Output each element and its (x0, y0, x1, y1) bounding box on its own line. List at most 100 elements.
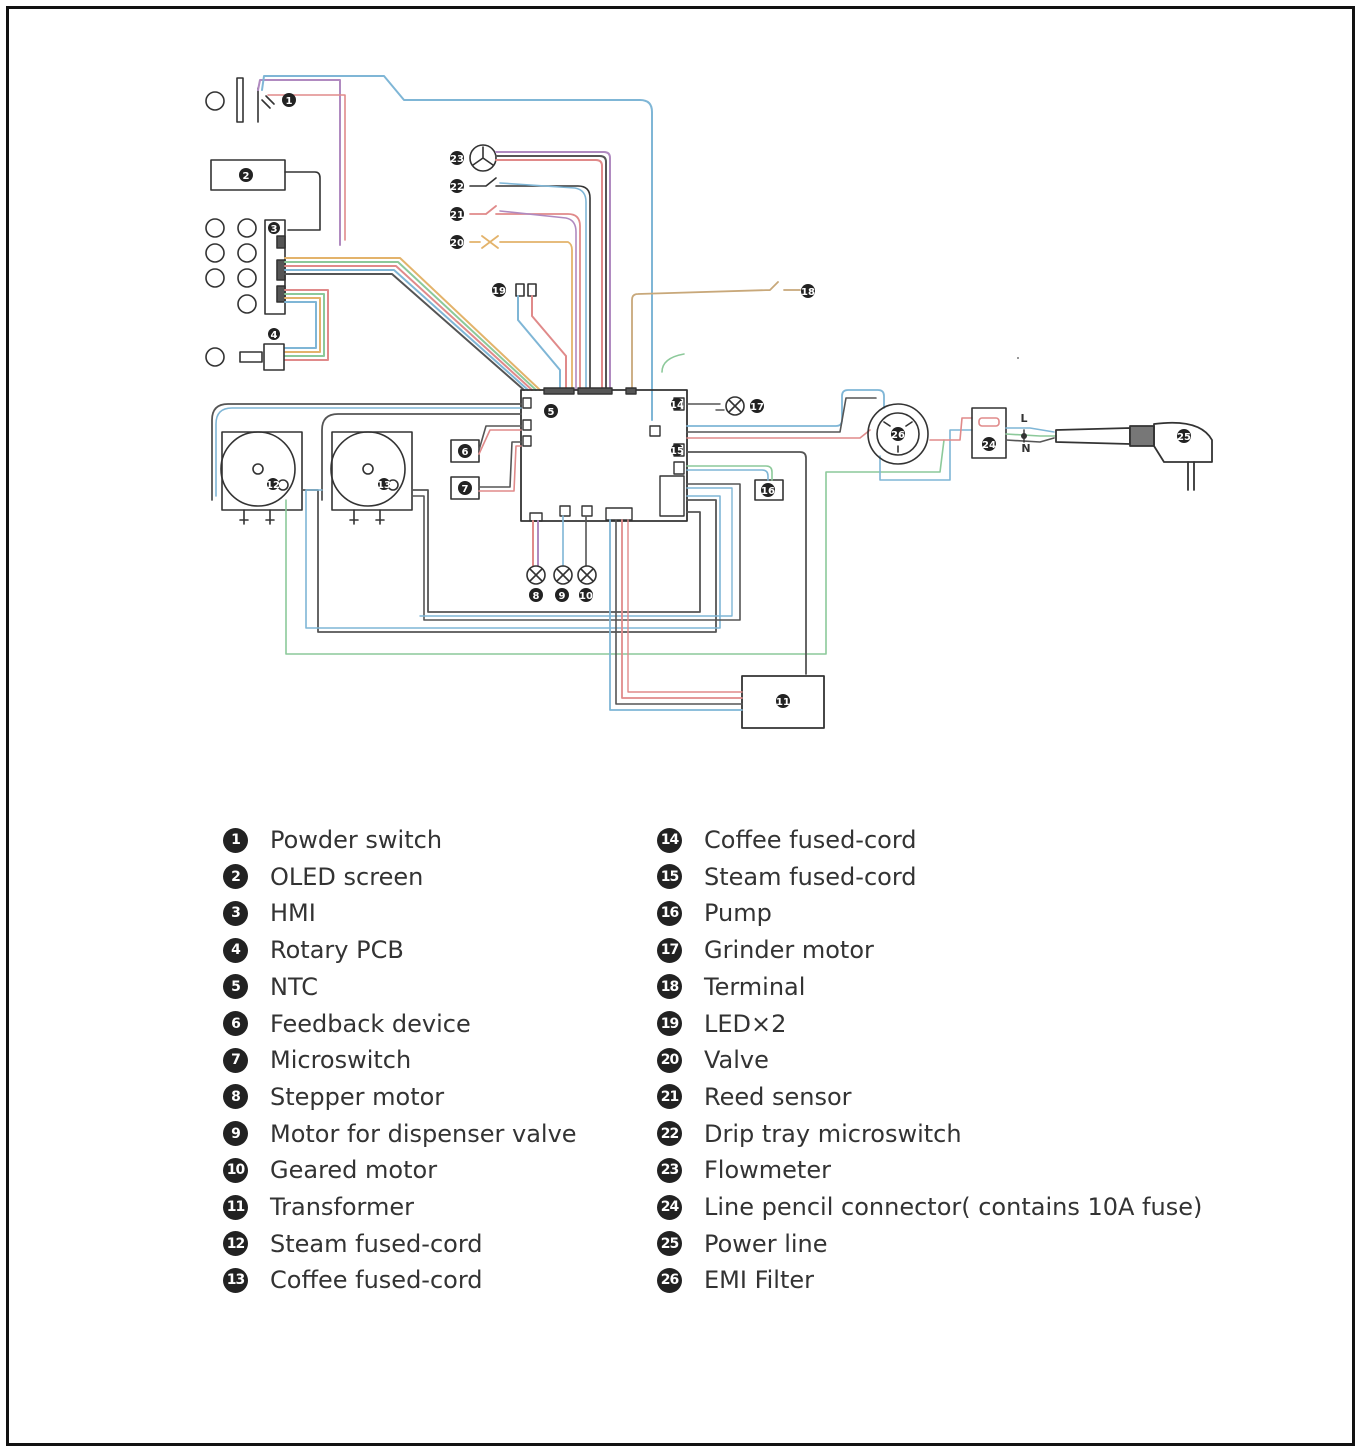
legend-item: 5 NTC (223, 969, 318, 1005)
legend-number: 6 (223, 1011, 248, 1036)
legend-item: 22 Drip tray microswitch (657, 1116, 962, 1152)
neutral-label: N (1021, 442, 1030, 455)
legend-label: EMI Filter (704, 1266, 815, 1295)
svg-text:12: 12 (266, 480, 280, 491)
led-pair (515, 283, 537, 297)
legend-label: Valve (704, 1046, 769, 1075)
legend-label: Terminal (704, 972, 806, 1001)
legend-number: 4 (223, 937, 248, 963)
legend-label: Steam fused-cord (270, 1229, 483, 1258)
svg-text:7: 7 (462, 484, 469, 495)
microswitch (450, 476, 480, 500)
legend-label: Geared motor (270, 1156, 438, 1185)
legend-item: 10 Geared motor (223, 1152, 437, 1188)
svg-text:1: 1 (286, 96, 293, 107)
legend-label: Stepper motor (270, 1082, 445, 1111)
legend-label: Coffee fused-cord (270, 1266, 483, 1295)
legend-label: Drip tray microswitch (704, 1119, 962, 1148)
stepper-motor-symbol (526, 565, 546, 585)
legend-number: 19 (657, 1011, 682, 1036)
drip-tray-switch-symbol (469, 177, 591, 391)
legend-item: 9 Motor for dispenser valve (223, 1116, 577, 1152)
legend-number: 13 (223, 1267, 248, 1293)
legend-number: 10 (223, 1157, 248, 1183)
diagram-markers: 1 2 3 4 5 6 7 8 9 10 11 12 13 14 15 16 1… (239, 93, 1191, 708)
legend-number: 2 (223, 864, 248, 890)
legend-label: Powder switch (270, 826, 443, 854)
legend-number: 16 (657, 900, 682, 926)
svg-text:4: 4 (271, 330, 278, 341)
svg-text:5: 5 (548, 407, 555, 418)
legend-label: NTC (270, 972, 318, 1001)
svg-text:13: 13 (377, 480, 391, 491)
legend-label: Microswitch (270, 1046, 412, 1075)
legend-label: Feedback device (270, 1009, 471, 1038)
legend-item: 18 Terminal (657, 969, 805, 1005)
coffee-pump-assembly (330, 431, 413, 525)
legend-item: 15 Steam fused-cord (657, 859, 917, 895)
legend-item: 4 Rotary PCB (223, 932, 404, 968)
svg-text:18: 18 (801, 287, 815, 298)
legend-number: 14 (657, 827, 682, 853)
svg-text:19: 19 (492, 286, 506, 297)
svg-text:26: 26 (891, 430, 905, 441)
svg-text:11: 11 (776, 697, 790, 708)
power-plug (1055, 421, 1213, 491)
line-label: L (1020, 412, 1027, 425)
oled-screen (210, 159, 286, 191)
svg-text:20: 20 (450, 238, 464, 249)
legend-number: 20 (657, 1047, 682, 1073)
legend-number: 1 (223, 827, 248, 853)
legend-number: 11 (223, 1194, 248, 1220)
legend-label: Steam fused-cord (704, 862, 917, 891)
legend-number: 23 (657, 1157, 682, 1183)
legend-item: 26 EMI Filter (657, 1262, 814, 1298)
svg-text:15: 15 (670, 446, 684, 457)
svg-text:17: 17 (750, 402, 764, 413)
legend-label: Rotary PCB (270, 936, 404, 965)
legend-number: 26 (657, 1267, 682, 1293)
reed-sensor-symbol (469, 205, 581, 391)
svg-text:23: 23 (450, 154, 464, 165)
legend-number: 15 (657, 864, 682, 890)
svg-text:9: 9 (559, 591, 566, 602)
svg-text:25: 25 (1177, 432, 1191, 443)
powder-switch (205, 77, 275, 123)
svg-text:2: 2 (243, 171, 250, 182)
legend-item: 1 Powder switch (223, 822, 442, 858)
legend-number: 18 (657, 974, 682, 1000)
legend-number: 22 (657, 1121, 682, 1147)
steam-pump-assembly (220, 431, 303, 525)
flowmeter-symbol (469, 144, 497, 172)
legend-label: Reed sensor (704, 1082, 852, 1111)
pump (754, 479, 784, 501)
transformer (741, 675, 825, 729)
legend-label: LED×2 (704, 1009, 787, 1038)
legend-item: 6 Feedback device (223, 1006, 471, 1042)
line-pencil-connector (971, 407, 1007, 459)
legend-number: 5 (223, 974, 248, 1000)
legend-number: 8 (223, 1084, 248, 1110)
legend-item: 16 Pump (657, 895, 772, 931)
legend-item: 19 LED×2 (657, 1006, 786, 1042)
legend-label: Motor for dispenser valve (270, 1119, 577, 1148)
legend-item: 23 Flowmeter (657, 1152, 831, 1188)
legend-number: 9 (223, 1121, 248, 1147)
grinder-motor-symbol (725, 396, 745, 416)
legend-number: 24 (657, 1194, 682, 1220)
legend-number: 25 (657, 1231, 682, 1257)
svg-text:6: 6 (462, 447, 469, 458)
rotary-pcb (205, 343, 285, 371)
geared-motor-symbol (577, 565, 597, 585)
legend-label: Flowmeter (704, 1156, 831, 1185)
svg-text:21: 21 (450, 210, 464, 221)
legend-label: Pump (704, 899, 772, 928)
valve-symbol (469, 235, 573, 391)
svg-text:8: 8 (533, 591, 540, 602)
